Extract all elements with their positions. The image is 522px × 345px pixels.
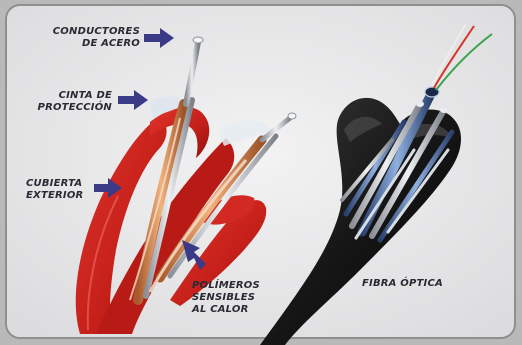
label-line: DE ACERO [36, 38, 140, 50]
label-line: SENSIBLES [192, 292, 272, 304]
label-line: EXTERIOR [26, 190, 96, 202]
label-line: AL CALOR [192, 304, 272, 316]
label-conductores: CONDUCTORES DE ACERO [36, 26, 140, 50]
label-line: CUBIERTA [26, 178, 96, 190]
label-fibra: FIBRA ÓPTICA [362, 278, 462, 290]
label-line: CINTA DE [20, 90, 112, 102]
label-line: FIBRA ÓPTICA [362, 278, 462, 290]
label-cubierta: CUBIERTA EXTERIOR [26, 178, 96, 202]
label-line: CONDUCTORES [36, 26, 140, 38]
label-cinta: CINTA DE PROTECCIÓN [20, 90, 112, 114]
label-polimeros: POLÍMEROS SENSIBLES AL CALOR [192, 280, 272, 316]
label-line: POLÍMEROS [192, 280, 272, 292]
label-line: PROTECCIÓN [20, 102, 112, 114]
